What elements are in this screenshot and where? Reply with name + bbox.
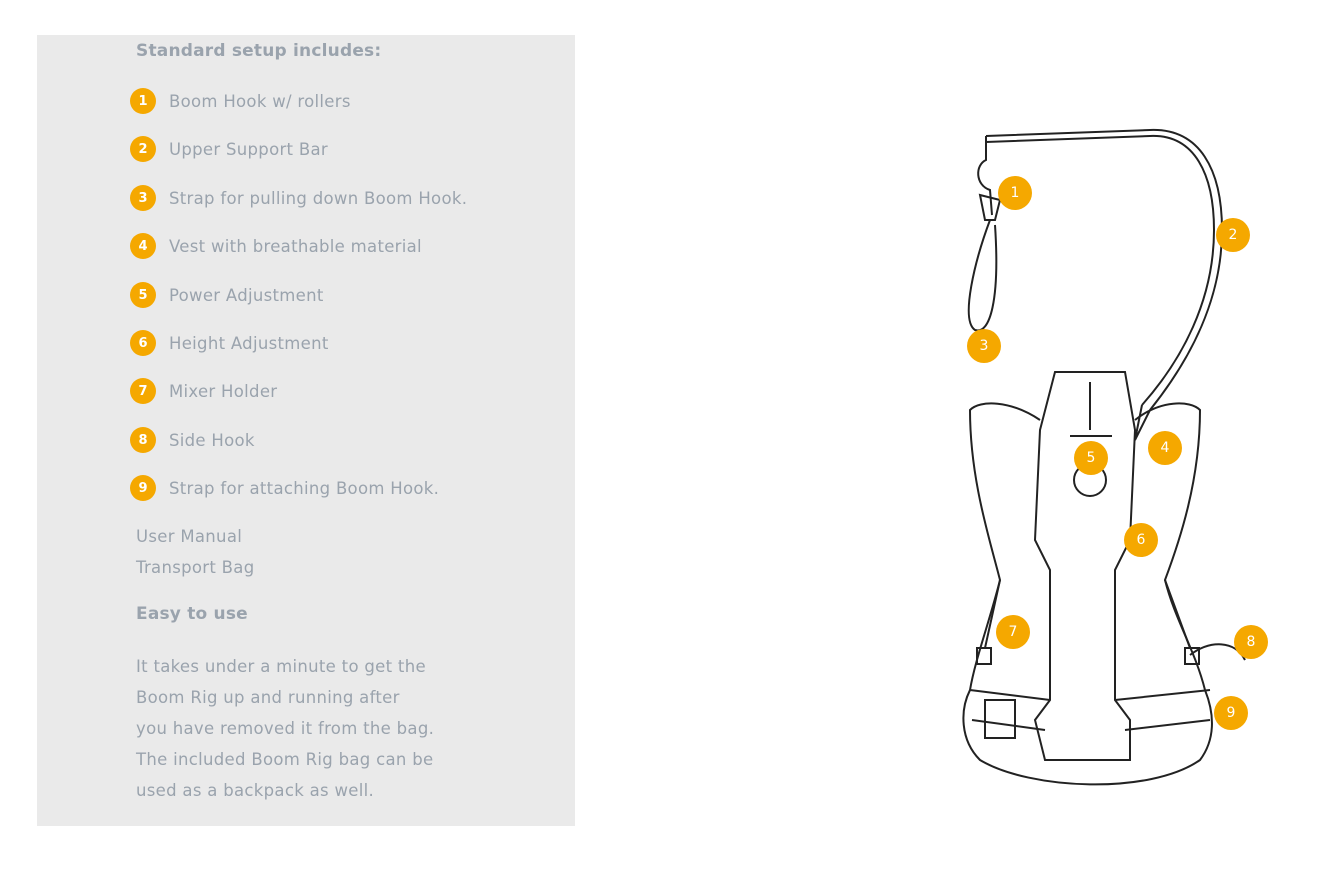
number-badge: 4 (130, 233, 156, 259)
callout-badge: 4 (1148, 431, 1182, 465)
boom-rig-illustration (962, 128, 1246, 786)
number-badge: 7 (130, 378, 156, 404)
setup-item: 3 Strap for pulling down Boom Hook. (130, 185, 467, 211)
info-panel (37, 35, 575, 826)
number-badge: 5 (130, 282, 156, 308)
desc-line: you have removed it from the bag. (136, 719, 435, 738)
setup-item-label: Upper Support Bar (169, 139, 328, 159)
setup-heading: Standard setup includes: (136, 41, 382, 61)
extra-user-manual: User Manual (136, 527, 243, 546)
setup-item: 8 Side Hook (130, 427, 255, 453)
desc-line: The included Boom Rig bag can be (136, 750, 434, 769)
easy-description: It takes under a minute to get the Boom … (136, 651, 476, 806)
callout-badge: 6 (1124, 523, 1158, 557)
desc-line: used as a backpack as well. (136, 781, 375, 800)
setup-item: 4 Vest with breathable material (130, 233, 422, 259)
callout-badge: 8 (1234, 625, 1268, 659)
easy-heading: Easy to use (136, 604, 248, 624)
callout-badge: 5 (1074, 441, 1108, 475)
callout-badge: 7 (996, 615, 1030, 649)
setup-item: 1 Boom Hook w/ rollers (130, 88, 351, 114)
number-badge: 8 (130, 427, 156, 453)
number-badge: 9 (130, 475, 156, 501)
desc-line: It takes under a minute to get the (136, 657, 426, 676)
setup-item: 9 Strap for attaching Boom Hook. (130, 475, 439, 501)
number-badge: 6 (130, 330, 156, 356)
number-badge: 2 (130, 136, 156, 162)
setup-item-label: Boom Hook w/ rollers (169, 91, 351, 111)
extra-transport-bag: Transport Bag (136, 558, 255, 577)
desc-line: Boom Rig up and running after (136, 688, 400, 707)
setup-item-label: Strap for pulling down Boom Hook. (169, 188, 468, 208)
setup-item-label: Strap for attaching Boom Hook. (169, 478, 440, 498)
callout-badge: 3 (967, 329, 1001, 363)
number-badge: 3 (130, 185, 156, 211)
setup-item-label: Power Adjustment (169, 285, 324, 305)
setup-item-label: Mixer Holder (169, 381, 278, 401)
callout-badge: 2 (1216, 218, 1250, 252)
setup-item: 5 Power Adjustment (130, 282, 324, 308)
setup-item: 6 Height Adjustment (130, 330, 329, 356)
callout-badge: 9 (1214, 696, 1248, 730)
setup-item-label: Side Hook (169, 430, 255, 450)
callout-badge: 1 (998, 176, 1032, 210)
number-badge: 1 (130, 88, 156, 114)
setup-item-label: Vest with breathable material (169, 236, 422, 256)
setup-item-label: Height Adjustment (169, 333, 329, 353)
setup-item: 7 Mixer Holder (130, 378, 277, 404)
setup-item: 2 Upper Support Bar (130, 136, 328, 162)
